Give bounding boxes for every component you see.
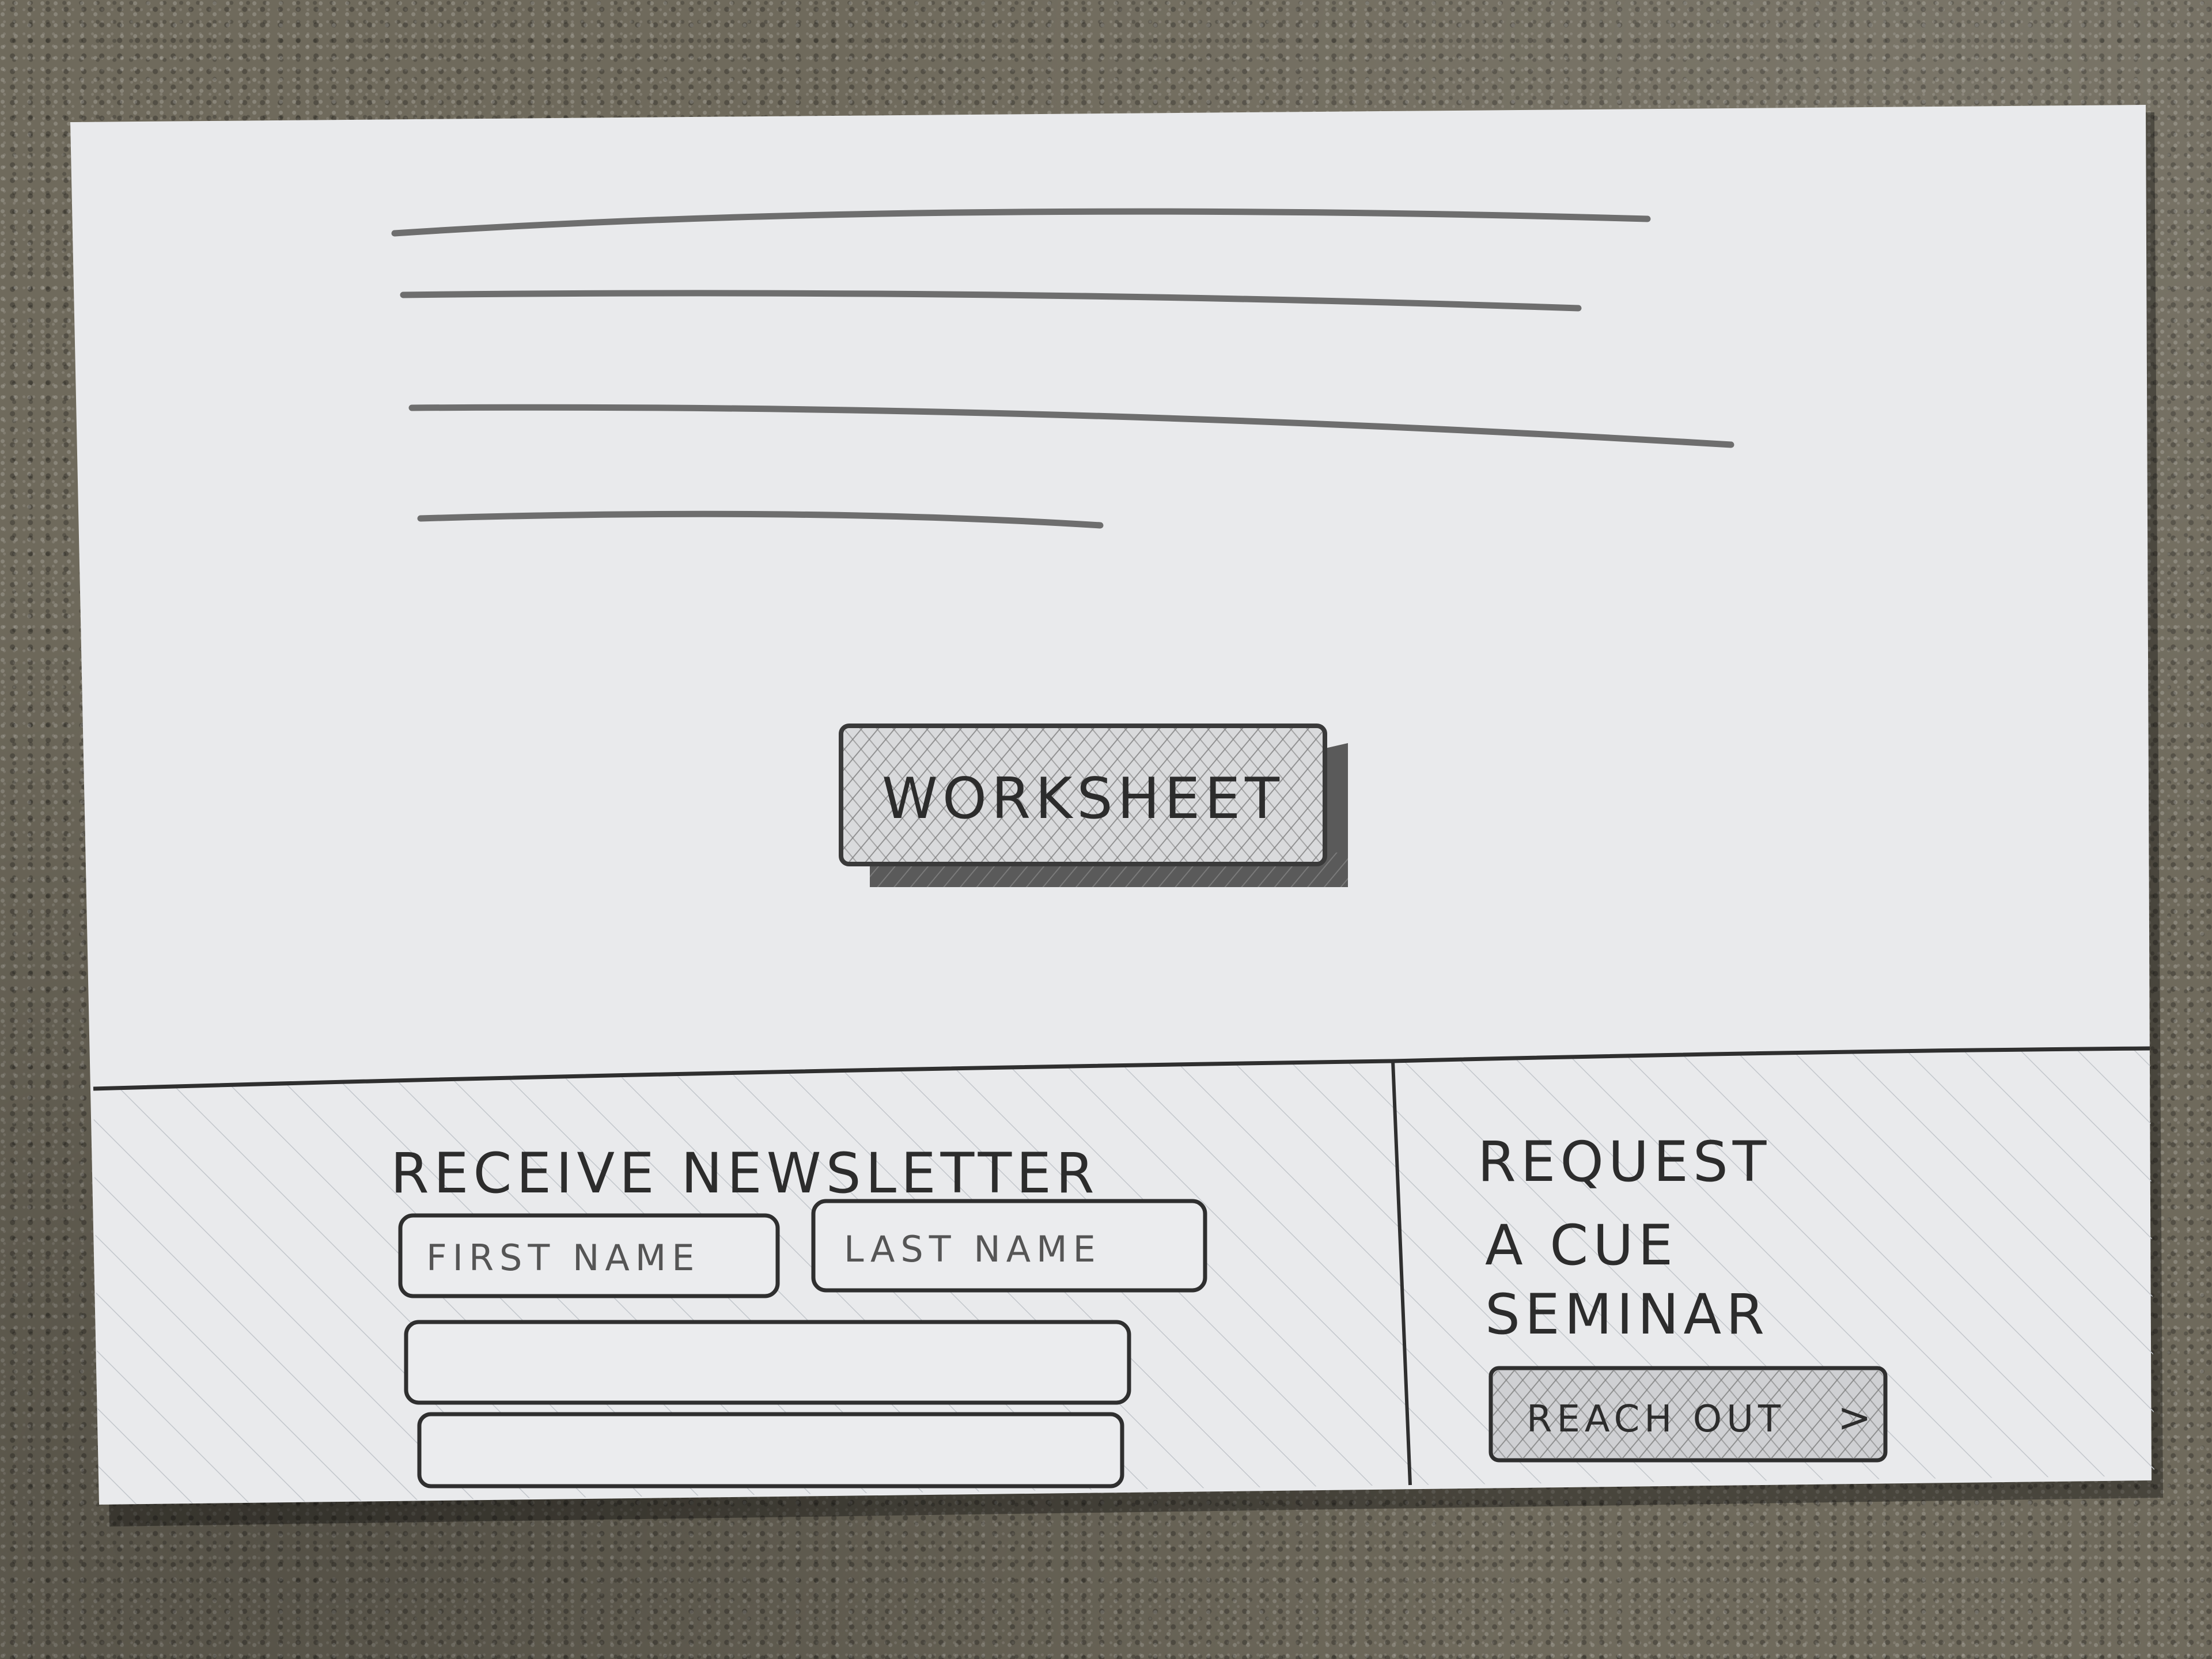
seminar-section: REQUEST A CUE SEMINAR REACH OUT > [1478,1130,1888,1463]
text-line-3 [408,404,1734,448]
first-name-field[interactable]: FIRST NAME [398,1213,780,1298]
newsletter-heading: RECEIVE NEWSLETTER [391,1141,1099,1206]
newsletter-section: RECEIVE NEWSLETTER FIRST NAME LAST NAME [391,1141,1207,1488]
email-field[interactable] [404,1320,1131,1405]
reach-out-button[interactable]: REACH OUT > [1488,1366,1888,1463]
worksheet-button[interactable]: WORKSHEET [839,724,1348,887]
text-line-4 [417,510,1104,529]
seminar-heading-line3: SEMINAR [1485,1282,1769,1347]
placeholder-text-block [391,208,1734,529]
worksheet-button-hatch-b [843,728,1323,862]
footer-divider [93,1046,2150,1091]
last-name-field[interactable]: LAST NAME [811,1199,1207,1293]
reach-out-button-hatch-b [1493,1370,1883,1458]
text-line-1 [391,208,1651,237]
seminar-heading-line2: A CUE [1485,1213,1677,1278]
seminar-heading-line1: REQUEST [1478,1130,1771,1194]
chevron-right-icon: > [1838,1394,1876,1441]
last-name-field-box [811,1199,1207,1293]
worksheet-button-label: WORKSHEET [882,766,1284,832]
reach-out-button-label: REACH OUT [1527,1398,1785,1441]
last-name-placeholder: LAST NAME [844,1228,1101,1270]
first-name-field-box [398,1213,780,1298]
footer-column-divider [1391,1060,1412,1486]
message-field[interactable] [417,1412,1124,1488]
first-name-placeholder: FIRST NAME [426,1237,700,1279]
text-line-2 [400,290,1582,312]
